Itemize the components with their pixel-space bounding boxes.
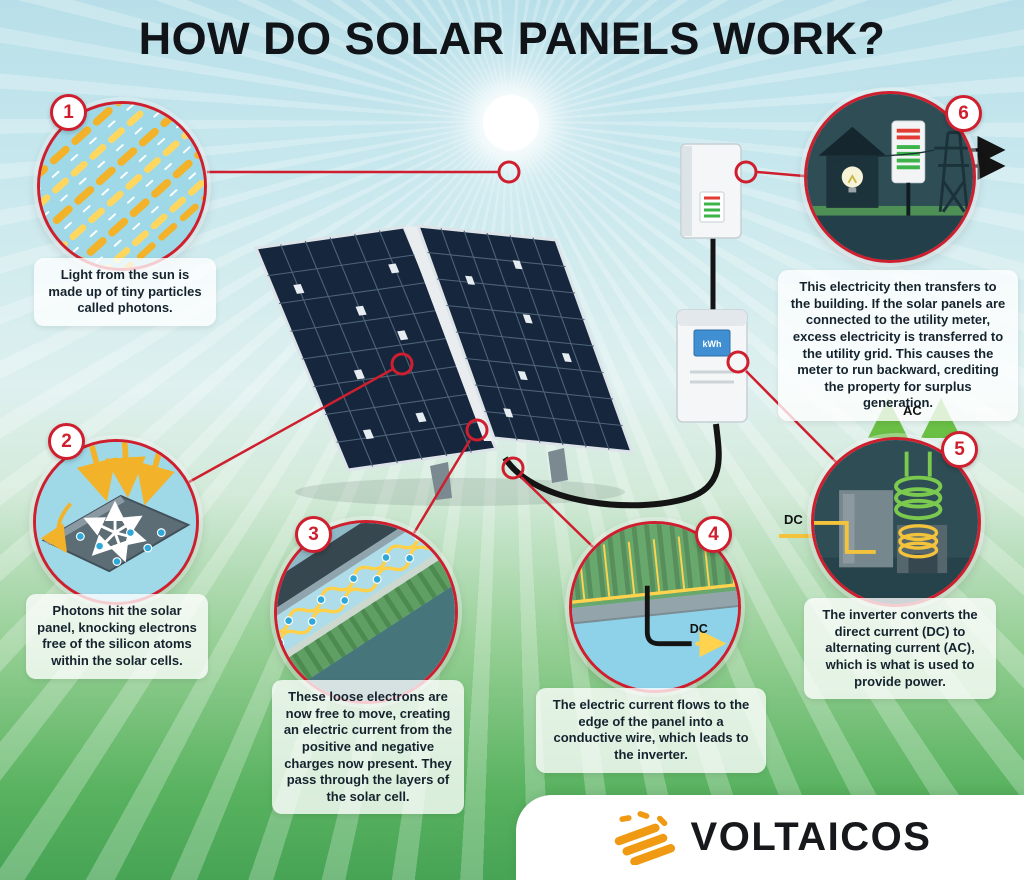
step-4-number: 4 (708, 523, 719, 545)
step-2-number: 2 (61, 430, 72, 452)
step-3-caption: These loose electrons are now free to mo… (272, 680, 464, 815)
step-5-badge: 5 (941, 431, 978, 468)
page-title: HOW DO SOLAR PANELS WORK? (138, 13, 886, 64)
step-1-number: 1 (63, 101, 74, 123)
dc-label-step4: DC (690, 622, 708, 636)
step-3-badge: 3 (295, 516, 332, 553)
brand-name: VOLTAICOS (690, 815, 932, 859)
step-6-number: 6 (958, 102, 969, 124)
step-1-badge: 1 (50, 94, 87, 131)
photons-hit-panel-illustration (36, 442, 196, 602)
dc-label: DC (784, 512, 803, 527)
step-2-caption: Photons hit the solar panel, knocking el… (26, 594, 208, 679)
step-1-caption: Light from the sun is made up of tiny pa… (34, 258, 216, 326)
step-4-caption: The electric current flows to the edge o… (536, 688, 766, 773)
step-3-number: 3 (308, 523, 319, 545)
ac-label: AC (903, 403, 922, 418)
step-2-badge: 2 (48, 423, 85, 460)
brand-sun-panel-icon (614, 811, 675, 865)
brand-logo: VOLTAICOS (516, 795, 1024, 880)
sun (483, 95, 539, 151)
step-6-badge: 6 (945, 95, 982, 132)
step-5-caption: The inverter converts the direct current… (804, 598, 996, 700)
step-5-number: 5 (954, 438, 965, 460)
step-4-badge: 4 (695, 516, 732, 553)
step-6-caption: This electricity then transfers to the b… (778, 270, 1018, 421)
step-2-circle (33, 439, 199, 605)
